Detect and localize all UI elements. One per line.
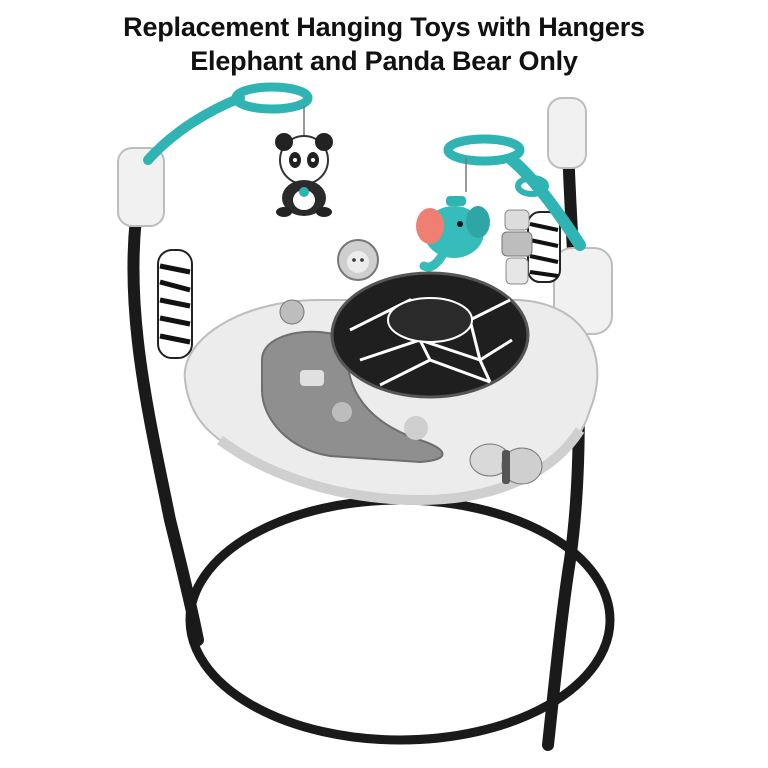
caption-line-2: Elephant and Panda Bear Only — [190, 46, 578, 76]
right-post-cap — [547, 97, 587, 169]
right-hanger-ring — [443, 134, 525, 166]
lion-toy-icon — [337, 239, 379, 281]
left-hanger-ring — [231, 82, 313, 114]
side-toy — [279, 299, 305, 325]
left-post-cap — [117, 147, 165, 227]
right-zebra-spring — [527, 211, 561, 283]
left-toy-hanger — [143, 93, 245, 165]
butterfly-toy — [469, 443, 543, 485]
play-console — [261, 330, 444, 464]
stacking-toy — [501, 209, 533, 285]
elephant-toy-icon — [416, 196, 490, 272]
left-zebra-spring — [157, 249, 193, 359]
console-key — [300, 370, 324, 386]
console-spinner — [404, 416, 428, 440]
right-hanger-loop — [515, 175, 549, 197]
product-caption: Replacement Hanging Toys with Hangers El… — [0, 10, 768, 78]
panda-toy-icon — [275, 133, 333, 217]
caption-line-1: Replacement Hanging Toys with Hangers — [123, 12, 645, 42]
seat-opening — [387, 297, 473, 343]
tray-front-lip — [217, 427, 585, 506]
left-frame-leg — [127, 184, 204, 646]
console-button — [332, 402, 352, 422]
